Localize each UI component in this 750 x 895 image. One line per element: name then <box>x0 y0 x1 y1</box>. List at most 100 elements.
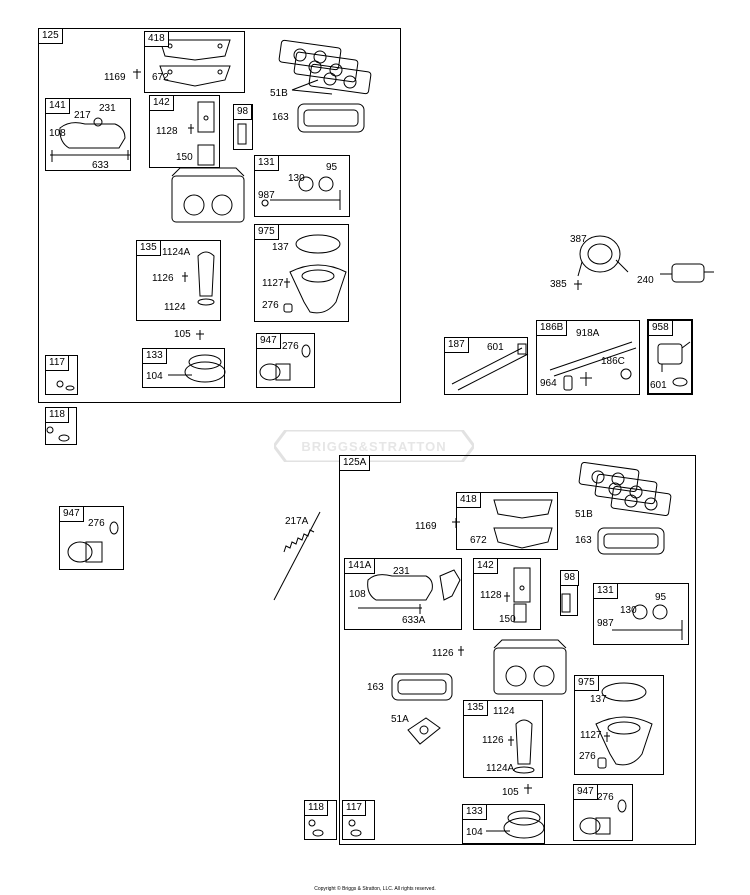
part-label: 95 <box>655 592 667 603</box>
part-label: 987 <box>258 190 275 201</box>
frame-131: 131 <box>254 155 350 217</box>
part-label: 108 <box>349 589 366 600</box>
part-label: 276 <box>597 792 614 803</box>
part-label: 1169 <box>415 521 437 532</box>
part-label: 1127 <box>262 278 284 289</box>
frame-975-lower: 975 <box>574 675 664 775</box>
part-label: 130 <box>620 605 637 616</box>
frame-tag: 131 <box>255 156 279 171</box>
frame-tag: 135 <box>137 241 161 256</box>
part-label: 1124A <box>162 247 191 258</box>
part-label: 1128 <box>156 126 178 137</box>
part-label: 163 <box>367 682 384 693</box>
part-label: 672 <box>470 535 487 546</box>
copyright-text: Copyright © Briggs & Stratton, LLC. All … <box>314 886 436 892</box>
frame-133-lower: 133 <box>462 804 545 844</box>
frame-142: 142 <box>149 95 220 168</box>
frame-975: 975 <box>254 224 349 322</box>
part-label: 150 <box>499 614 516 625</box>
frame-418: 418 <box>144 31 245 93</box>
part-label: 51B <box>575 509 593 520</box>
part-label: 104 <box>146 371 163 382</box>
part-label: 150 <box>176 152 193 163</box>
frame-tag: 125 <box>39 29 63 44</box>
frame-141: 141 <box>45 98 131 171</box>
frame-tag: 418 <box>457 493 481 508</box>
part-label: 633 <box>92 160 109 171</box>
part-label: 633A <box>402 615 426 626</box>
frame-125A: 125A <box>339 455 696 845</box>
frame-118: 118 <box>45 407 77 445</box>
part-label: 276 <box>262 300 279 311</box>
part-label: 276 <box>579 751 596 762</box>
part-label: 1126 <box>482 735 504 746</box>
part-label: 51B <box>270 88 288 99</box>
part-label: 217 <box>74 110 91 121</box>
frame-tag: 975 <box>255 225 279 240</box>
frame-tag: 958 <box>649 321 673 336</box>
frame-958: 958 <box>647 319 693 395</box>
frame-tag: 98 <box>561 571 580 586</box>
frame-tag: 947 <box>60 507 84 522</box>
frame-947-standalone: 947 <box>59 506 124 570</box>
frame-947: 947 <box>256 333 315 388</box>
frame-135: 135 <box>136 240 221 321</box>
frame-117: 117 <box>45 355 78 395</box>
part-label: 137 <box>590 694 607 705</box>
part-label: 1127 <box>580 730 602 741</box>
frame-tag: 141 <box>46 99 70 114</box>
frame-tag: 118 <box>46 408 69 423</box>
part-label: 385 <box>550 279 567 290</box>
part-label: 163 <box>575 535 592 546</box>
frame-98: 98 <box>233 104 253 150</box>
frame-tag: 135 <box>464 701 488 716</box>
frame-tag: 142 <box>150 96 174 111</box>
frame-tag: 141A <box>345 559 376 574</box>
frame-tag: 133 <box>143 349 167 364</box>
frame-tag: 947 <box>574 785 598 800</box>
part-label: 137 <box>272 242 289 253</box>
watermark-text: BRIGGS&STRATTON <box>301 439 447 454</box>
part-label: 918A <box>576 328 600 339</box>
frame-142-lower: 142 <box>473 558 541 630</box>
part-label: 1126 <box>152 273 174 284</box>
frame-tag: 98 <box>234 105 253 120</box>
part-label: 601 <box>487 342 504 353</box>
part-label: 105 <box>174 329 191 340</box>
frame-125: 125 <box>38 28 401 403</box>
part-label: 217A <box>285 516 309 527</box>
part-label: 104 <box>466 827 483 838</box>
frame-186B: 186B <box>536 320 640 395</box>
part-label: 51A <box>391 714 409 725</box>
part-label: 163 <box>272 112 289 123</box>
part-label: 964 <box>540 378 557 389</box>
frame-tag: 187 <box>445 338 469 353</box>
frame-tag: 133 <box>463 805 487 820</box>
part-label: 1126 <box>432 648 454 659</box>
part-label: 231 <box>99 103 116 114</box>
part-label: 105 <box>502 787 519 798</box>
part-label: 1124 <box>493 706 515 717</box>
frame-tag: 186B <box>537 321 568 336</box>
frame-118-lower: 118 <box>304 800 337 840</box>
frame-117-lower: 117 <box>342 800 375 840</box>
part-label: 276 <box>88 518 105 529</box>
part-label: 672 <box>152 72 169 83</box>
frame-tag: 131 <box>594 584 618 599</box>
frame-135-lower: 135 <box>463 700 543 778</box>
frame-tag: 117 <box>343 801 366 816</box>
frame-141A: 141A <box>344 558 462 630</box>
part-label: 240 <box>637 275 654 286</box>
part-label: 601 <box>650 380 667 391</box>
frame-187: 187 <box>444 337 528 395</box>
part-label: 108 <box>49 128 66 139</box>
part-label: 987 <box>597 618 614 629</box>
part-label: 1124A <box>486 763 515 774</box>
frame-tag: 418 <box>145 32 169 47</box>
frame-tag: 118 <box>305 801 328 816</box>
frame-tag: 947 <box>257 334 281 349</box>
frame-133: 133 <box>142 348 225 388</box>
frame-tag: 125A <box>340 456 371 471</box>
part-label: 276 <box>282 341 299 352</box>
